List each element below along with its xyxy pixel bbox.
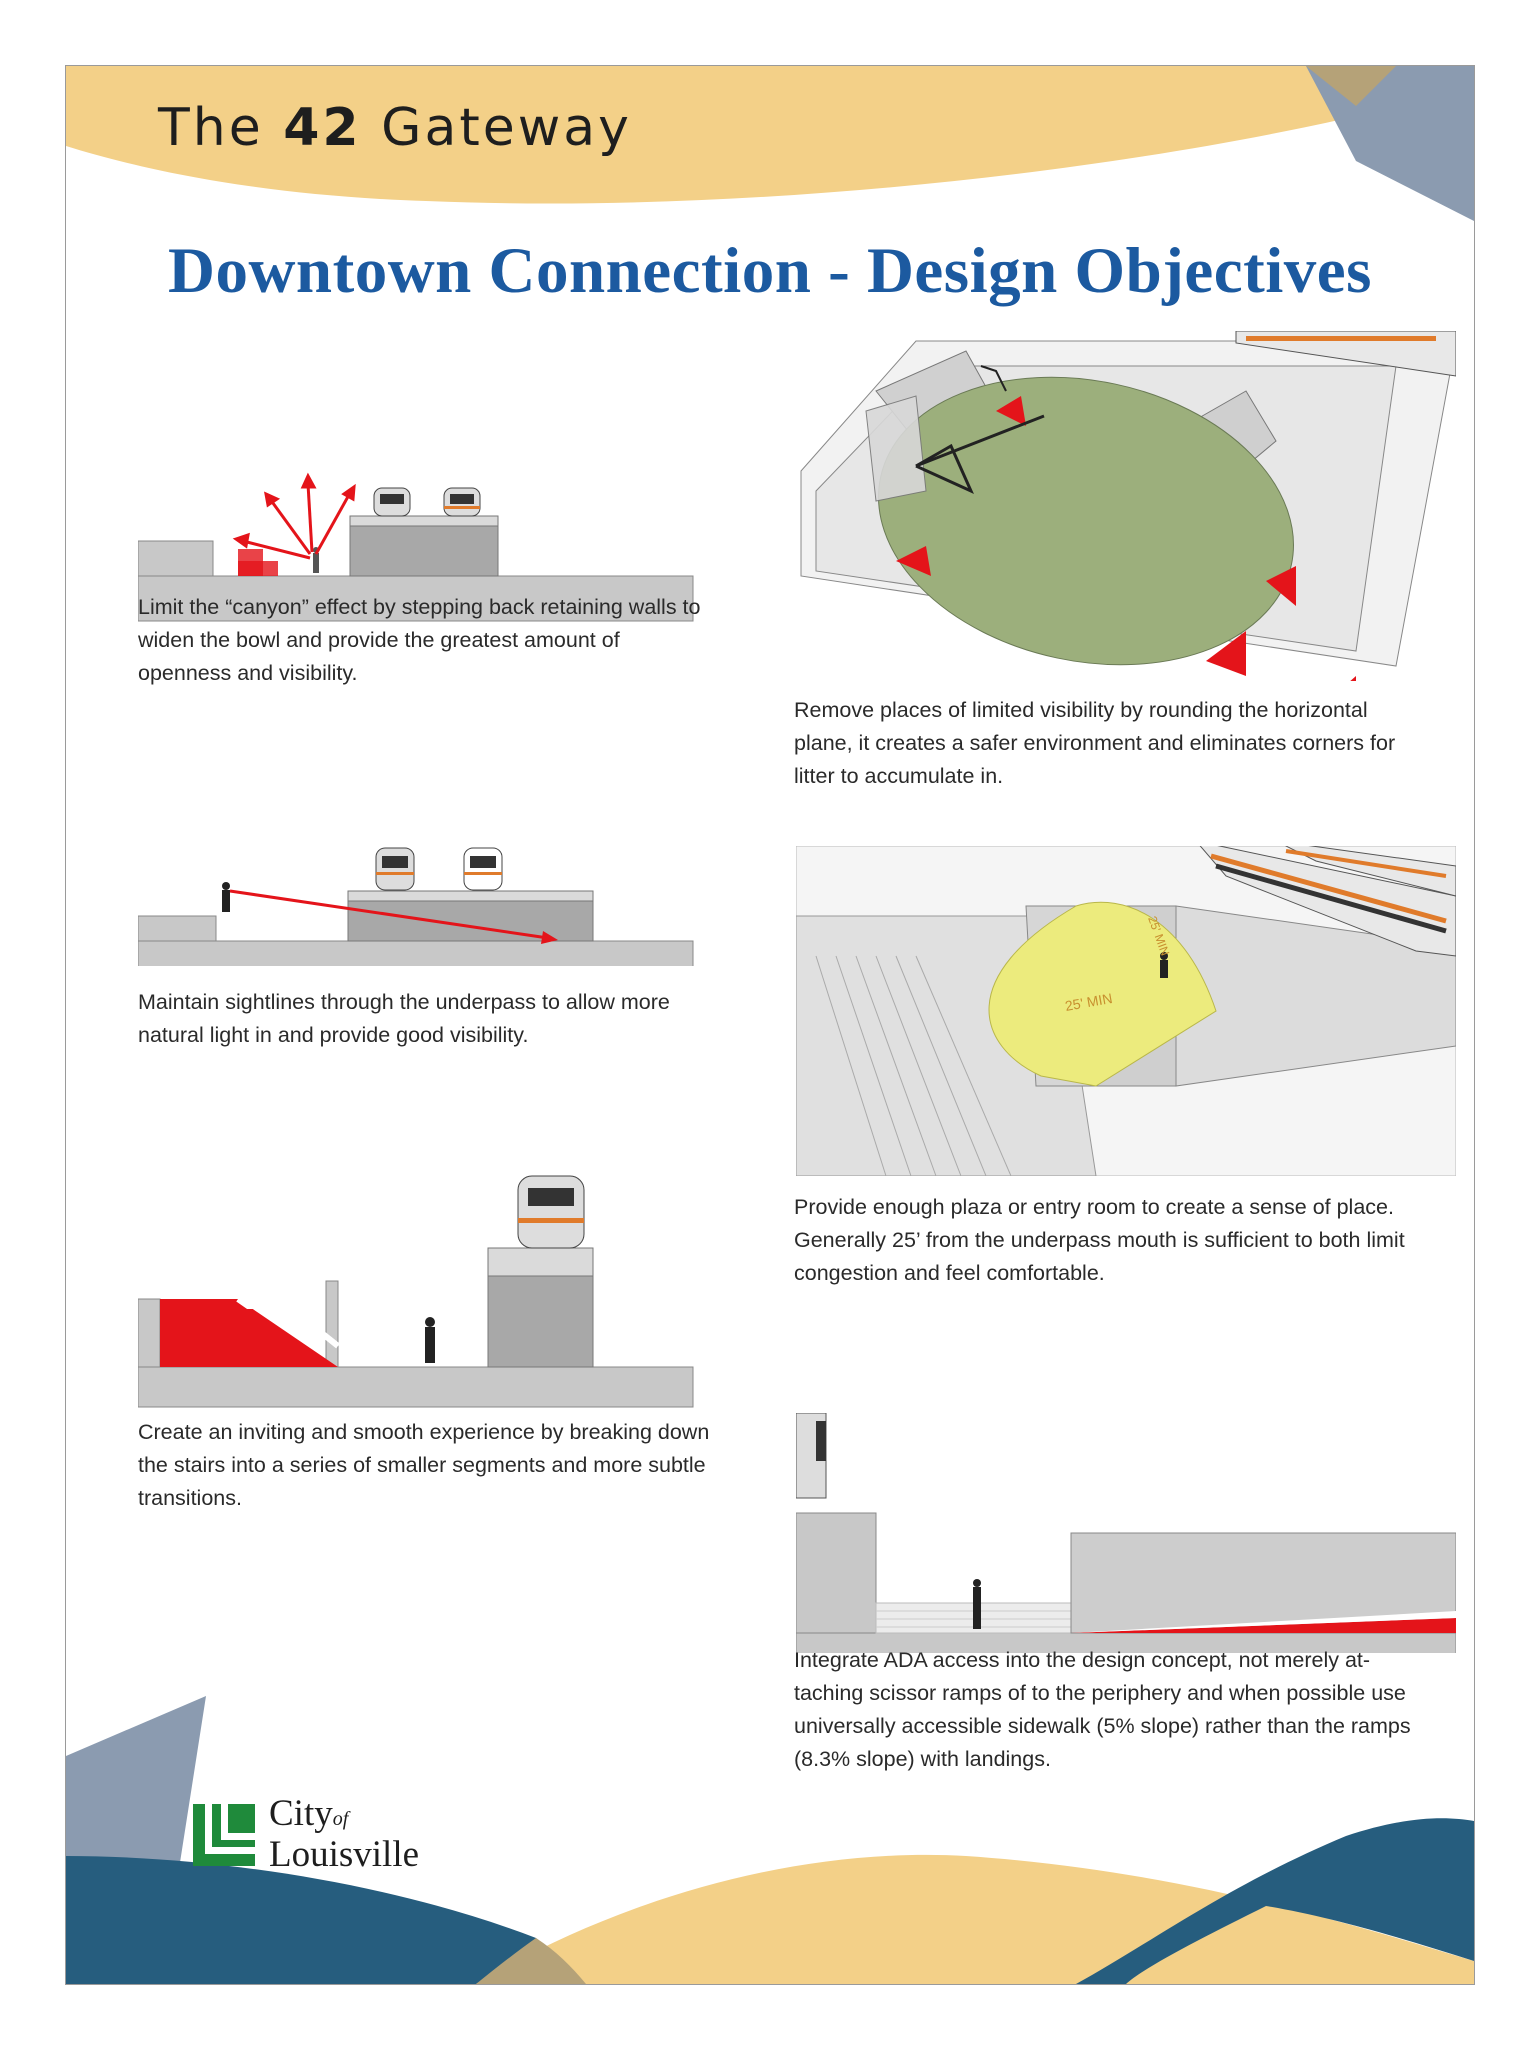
- ada-ramp-diagram: [796, 1413, 1456, 1653]
- train-side-icon: [1284, 846, 1456, 897]
- train-side-icon: [1235, 331, 1456, 377]
- objective-caption-2: Remove places of limited visibility by r…: [794, 698, 1396, 788]
- logo-location: Louisville: [269, 1834, 420, 1875]
- train-front-icon: [443, 487, 481, 517]
- gateway-number: 42: [283, 98, 362, 158]
- bottom-decoration: [66, 1696, 1474, 1984]
- objective-caption-1: Limit the “canyon” effect by stepping ba…: [138, 595, 701, 685]
- train-front-icon: [373, 487, 411, 517]
- objective-caption-5: Create an inviting and smooth experience…: [138, 1420, 710, 1510]
- person-figure: [973, 1579, 981, 1629]
- sightline-section-diagram: [138, 847, 694, 966]
- poster: The 42 Gateway Downtown Connection - Des…: [65, 65, 1475, 1985]
- logo-city: City: [269, 1793, 333, 1834]
- logo-of: of: [332, 1808, 349, 1830]
- city-logo-text: Cityof Louisville: [269, 1793, 420, 1875]
- entry-plaza-diagram: 25' MIN 25' MIN: [796, 846, 1456, 1176]
- train-front-icon: [463, 847, 503, 891]
- top-decoration: [66, 66, 1474, 221]
- rounded-plaza-diagram: [800, 331, 1456, 681]
- gateway-prefix: The: [158, 98, 264, 158]
- page-title: Downtown Connection - Design Objectives: [168, 235, 1372, 307]
- objective-caption-4: Provide enough plaza or entry room to cr…: [794, 1195, 1405, 1285]
- train-side-icon: [1199, 846, 1456, 957]
- person-figure: [1160, 952, 1168, 978]
- objective-caption-3: Maintain sightlines through the underpas…: [138, 990, 670, 1047]
- city-logo-mark-icon: [193, 1804, 255, 1866]
- canyon-section-diagram: [138, 472, 694, 622]
- city-logo: Cityof Louisville: [193, 1795, 453, 1873]
- person-figure: [425, 1317, 435, 1363]
- train-front-icon: [517, 1175, 585, 1249]
- objective-caption-6: Integrate ADA access into the design con…: [794, 1648, 1411, 1771]
- train-front-icon: [375, 847, 415, 891]
- gateway-title: The 42 Gateway: [158, 98, 632, 158]
- stair-segments-diagram: [138, 1175, 694, 1408]
- gateway-suffix: Gateway: [381, 98, 632, 158]
- person-figure: [222, 882, 230, 912]
